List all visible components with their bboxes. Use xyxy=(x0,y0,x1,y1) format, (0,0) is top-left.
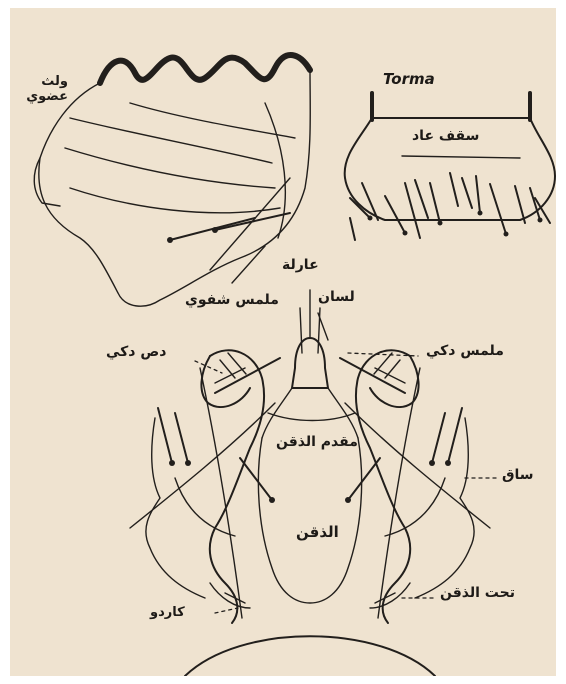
bristle-socket xyxy=(212,227,218,233)
lobe-diagonal-1 xyxy=(210,178,290,270)
labium-sketch xyxy=(130,308,490,676)
torma-sketch xyxy=(345,93,555,240)
right-seta-2 xyxy=(432,413,445,463)
label-mentum: الذقن xyxy=(296,525,339,540)
comb-dot xyxy=(403,231,408,236)
comb-dot xyxy=(538,218,543,223)
label-labial-palp: ملمس شفوي xyxy=(185,293,279,307)
label-roof: سقف عاد xyxy=(412,129,479,143)
head-capsule-arc xyxy=(185,636,435,676)
comb-dot xyxy=(438,221,443,226)
right-palp xyxy=(370,356,419,407)
right-seta-1 xyxy=(448,408,462,463)
label-labrum: عارلة xyxy=(282,258,319,272)
prementum-top xyxy=(268,413,355,421)
mouthparts-drawing xyxy=(10,8,556,676)
left-galea-bristle xyxy=(215,358,280,393)
seta-socket xyxy=(445,460,451,466)
lobe-left-tab xyxy=(34,158,60,206)
seta-socket xyxy=(185,460,191,466)
right-seta-3 xyxy=(348,458,380,500)
label-torma: Torma xyxy=(383,72,435,87)
seta-socket xyxy=(169,460,175,466)
label-prementum: مقدم الذقن xyxy=(276,435,358,449)
leader-maxillary-palp-left xyxy=(195,361,222,373)
roof-midline xyxy=(402,156,520,158)
wavy-crest-line xyxy=(100,55,310,83)
lingua-stem-left xyxy=(262,388,292,438)
glossa-left xyxy=(300,308,302,353)
right-cardo xyxy=(370,583,410,608)
lobe-inner-line-1 xyxy=(70,118,272,163)
lobe-inner-line-4 xyxy=(130,103,295,138)
right-galea-bristle xyxy=(340,358,405,393)
roof-comb xyxy=(350,173,550,240)
lobe-diagonal-2 xyxy=(232,246,265,283)
epipharynx-sketch xyxy=(34,55,310,306)
label-submentum: تحت الذقن xyxy=(440,586,515,600)
leader-lines xyxy=(195,290,498,613)
leader-cardo xyxy=(215,608,238,613)
seta-socket xyxy=(345,497,351,503)
lobe-inner-line-2 xyxy=(65,148,275,188)
left-long-line xyxy=(200,368,242,618)
left-seta-3 xyxy=(240,458,272,500)
label-maxillary-palp-right: ملمس دكي xyxy=(426,344,504,358)
left-seta-1 xyxy=(158,408,172,463)
lingua-outline xyxy=(292,338,328,388)
label-maxillary-palp-left: دص دكي xyxy=(106,345,166,359)
left-seta-2 xyxy=(175,413,188,463)
label-cardo: كاردو xyxy=(150,606,185,619)
left-cardo xyxy=(210,583,250,608)
label-stipes: ساق xyxy=(502,468,534,482)
label-lingua: لسان xyxy=(318,290,355,304)
left-palp xyxy=(201,356,250,407)
mentum-outline xyxy=(258,438,361,603)
comb-dot xyxy=(478,211,483,216)
seta-socket xyxy=(269,497,275,503)
label-epipharynx: ولث عضوي xyxy=(32,74,68,104)
comb-dot xyxy=(504,232,509,237)
right-long-line xyxy=(378,368,420,618)
bristle-socket xyxy=(167,237,173,243)
seta-socket xyxy=(429,460,435,466)
lobe-inner-line-3 xyxy=(70,188,280,213)
illustration-frame: ولث عضوي Torma سقف عاد عارلة لسان ملمس ش… xyxy=(10,8,556,676)
comb-dot xyxy=(368,216,373,221)
